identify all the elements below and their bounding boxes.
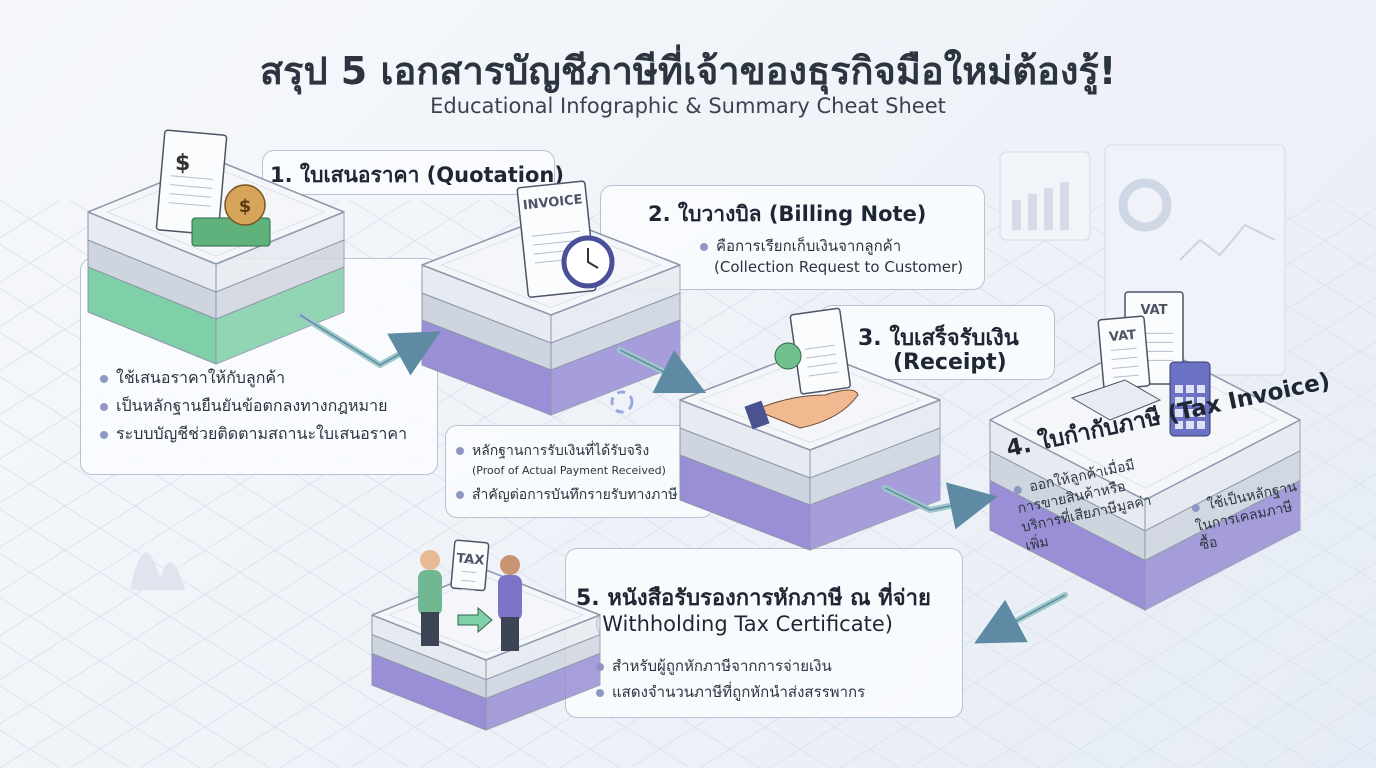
step2-bullet: คือการเรียกเก็บเงินจากลูกค้า <box>700 234 901 258</box>
decor-dashboard-card <box>1104 144 1286 376</box>
grid-line <box>0 199 201 327</box>
grid-line <box>0 641 201 768</box>
step3-note: (Proof of Actual Payment Received) <box>472 464 666 477</box>
grid-line <box>979 517 1376 768</box>
page-subtitle: Educational Infographic & Summary Cheat … <box>430 94 946 118</box>
grid-line <box>0 464 481 768</box>
grid-line <box>1049 561 1376 768</box>
step3-bullet: สำคัญต่อการบันทึกรายรับทางภาษี <box>456 484 677 506</box>
grid-line <box>1189 650 1376 768</box>
step5-title-en: (Withholding Tax Certificate) <box>594 612 893 636</box>
step3-bullet: หลักฐานการรับเงินที่ได้รับจริง <box>456 440 649 462</box>
step1-bullet: ระบบบัญชีช่วยติดตามสถานะใบเสนอราคา <box>100 422 407 447</box>
grid-line <box>1329 199 1376 230</box>
decor-bar <box>1044 188 1053 230</box>
decor-line <box>1179 223 1276 261</box>
step2-title: 2. ใบวางบิล (Billing Note) <box>648 202 927 226</box>
step5-bullet: สำหรับผู้ถูกหักภาษีจากการจ่ายเงิน <box>596 654 832 678</box>
grid-line <box>909 199 1376 495</box>
grid-line <box>1119 605 1376 768</box>
step5-bullet: แสดงจำนวนภาษีที่ถูกหักนำส่งสรรพากร <box>596 680 865 704</box>
step1-bullet: ใช้เสนอราคาให้กับลูกค้า <box>100 366 285 391</box>
step3-title-en: (Receipt) <box>893 350 1007 375</box>
step5-title: 5. หนังสือรับรองการหักภาษี ณ ที่จ่าย <box>576 586 931 611</box>
grid-line <box>1189 199 1376 318</box>
grid-line <box>0 508 411 768</box>
decor-bar <box>1060 182 1069 230</box>
decor-bar <box>1012 200 1021 230</box>
decor-donut <box>1118 178 1172 232</box>
grid-line <box>0 552 341 768</box>
decor-bar <box>1028 194 1037 230</box>
grid-line <box>0 597 271 768</box>
page-title: สรุป 5 เอกสารบัญชีภาษีที่เจ้าของธุรกิจมื… <box>259 49 1117 93</box>
step1-bullet: เป็นหลักฐานยืนยันข้อตกลงทางกฎหมาย <box>100 394 387 419</box>
grid-line <box>1329 738 1376 768</box>
decor-wave <box>130 552 185 590</box>
step2-note: (Collection Request to Customer) <box>714 258 964 276</box>
step1-title: 1. ใบเสนอราคา (Quotation) <box>270 163 564 187</box>
